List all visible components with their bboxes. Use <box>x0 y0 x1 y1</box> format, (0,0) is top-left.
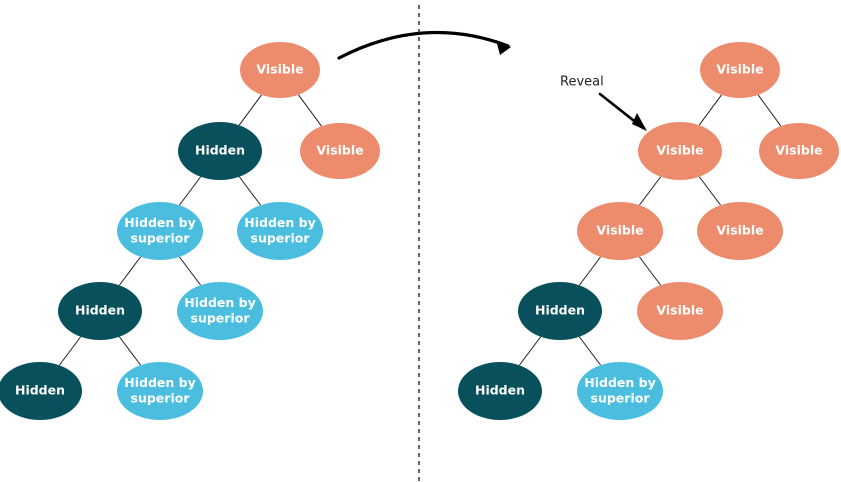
tree-edge <box>698 176 721 206</box>
tree-edge <box>58 336 82 366</box>
node-shape <box>117 362 203 420</box>
tree-edge <box>518 336 542 366</box>
tree-edge <box>179 256 201 286</box>
tree-edge <box>298 94 322 127</box>
reveal-arrow-head <box>632 113 647 131</box>
node-shape <box>458 362 542 420</box>
node-shape <box>638 122 722 180</box>
tree-edge <box>238 94 262 126</box>
tree-edge <box>757 94 782 127</box>
right-tree-edges <box>518 94 782 366</box>
node-shape <box>0 362 82 420</box>
node-shape <box>177 282 263 340</box>
left-tree-edges <box>58 94 322 366</box>
tree-edge <box>238 176 261 206</box>
tree-edge <box>639 176 662 206</box>
node-shape <box>58 282 142 340</box>
reveal-annotation: Reveal <box>560 75 647 131</box>
node-shape <box>300 123 380 179</box>
tree-node-hidden[interactable]: Hidden <box>178 122 262 180</box>
node-shape <box>178 122 262 180</box>
node-shape <box>577 202 663 260</box>
node-shape <box>697 202 783 260</box>
node-shape <box>518 282 602 340</box>
tree-edge <box>118 336 141 366</box>
tree-node-visible[interactable]: Visible <box>240 42 320 98</box>
tree-node-visible[interactable]: Visible <box>300 123 380 179</box>
node-shape <box>237 202 323 260</box>
tree-node-visible[interactable]: Visible <box>700 42 780 98</box>
transition-arrow-curve <box>337 30 510 60</box>
node-shape <box>759 123 839 179</box>
tree-edge <box>698 94 722 126</box>
tree-node-hidden[interactable]: Hidden <box>0 362 82 420</box>
node-shape <box>117 202 203 260</box>
tree-edge <box>118 256 141 286</box>
tree-node-visible[interactable]: Visible <box>759 123 839 179</box>
tree-node-visible[interactable]: Visible <box>577 202 663 260</box>
reveal-label: Reveal <box>560 75 604 90</box>
tree-node-visible[interactable]: Visible <box>637 282 723 340</box>
tree-edge <box>639 256 661 286</box>
node-shape <box>700 42 780 98</box>
tree-node-hidden[interactable]: Hidden <box>518 282 602 340</box>
tree-node-hidden[interactable]: Hidden <box>58 282 142 340</box>
node-shape <box>637 282 723 340</box>
transition-arrow-head <box>496 40 511 55</box>
tree-node-hidden[interactable]: Hidden <box>458 362 542 420</box>
transition-arrow <box>337 30 511 60</box>
tree-edge <box>179 176 202 206</box>
tree-node-visible[interactable]: Visible <box>638 122 722 180</box>
node-shape <box>240 42 320 98</box>
node-shape <box>577 362 663 420</box>
tree-edge <box>578 336 601 366</box>
tree-edge <box>578 256 601 286</box>
tree-node-visible[interactable]: Visible <box>697 202 783 260</box>
